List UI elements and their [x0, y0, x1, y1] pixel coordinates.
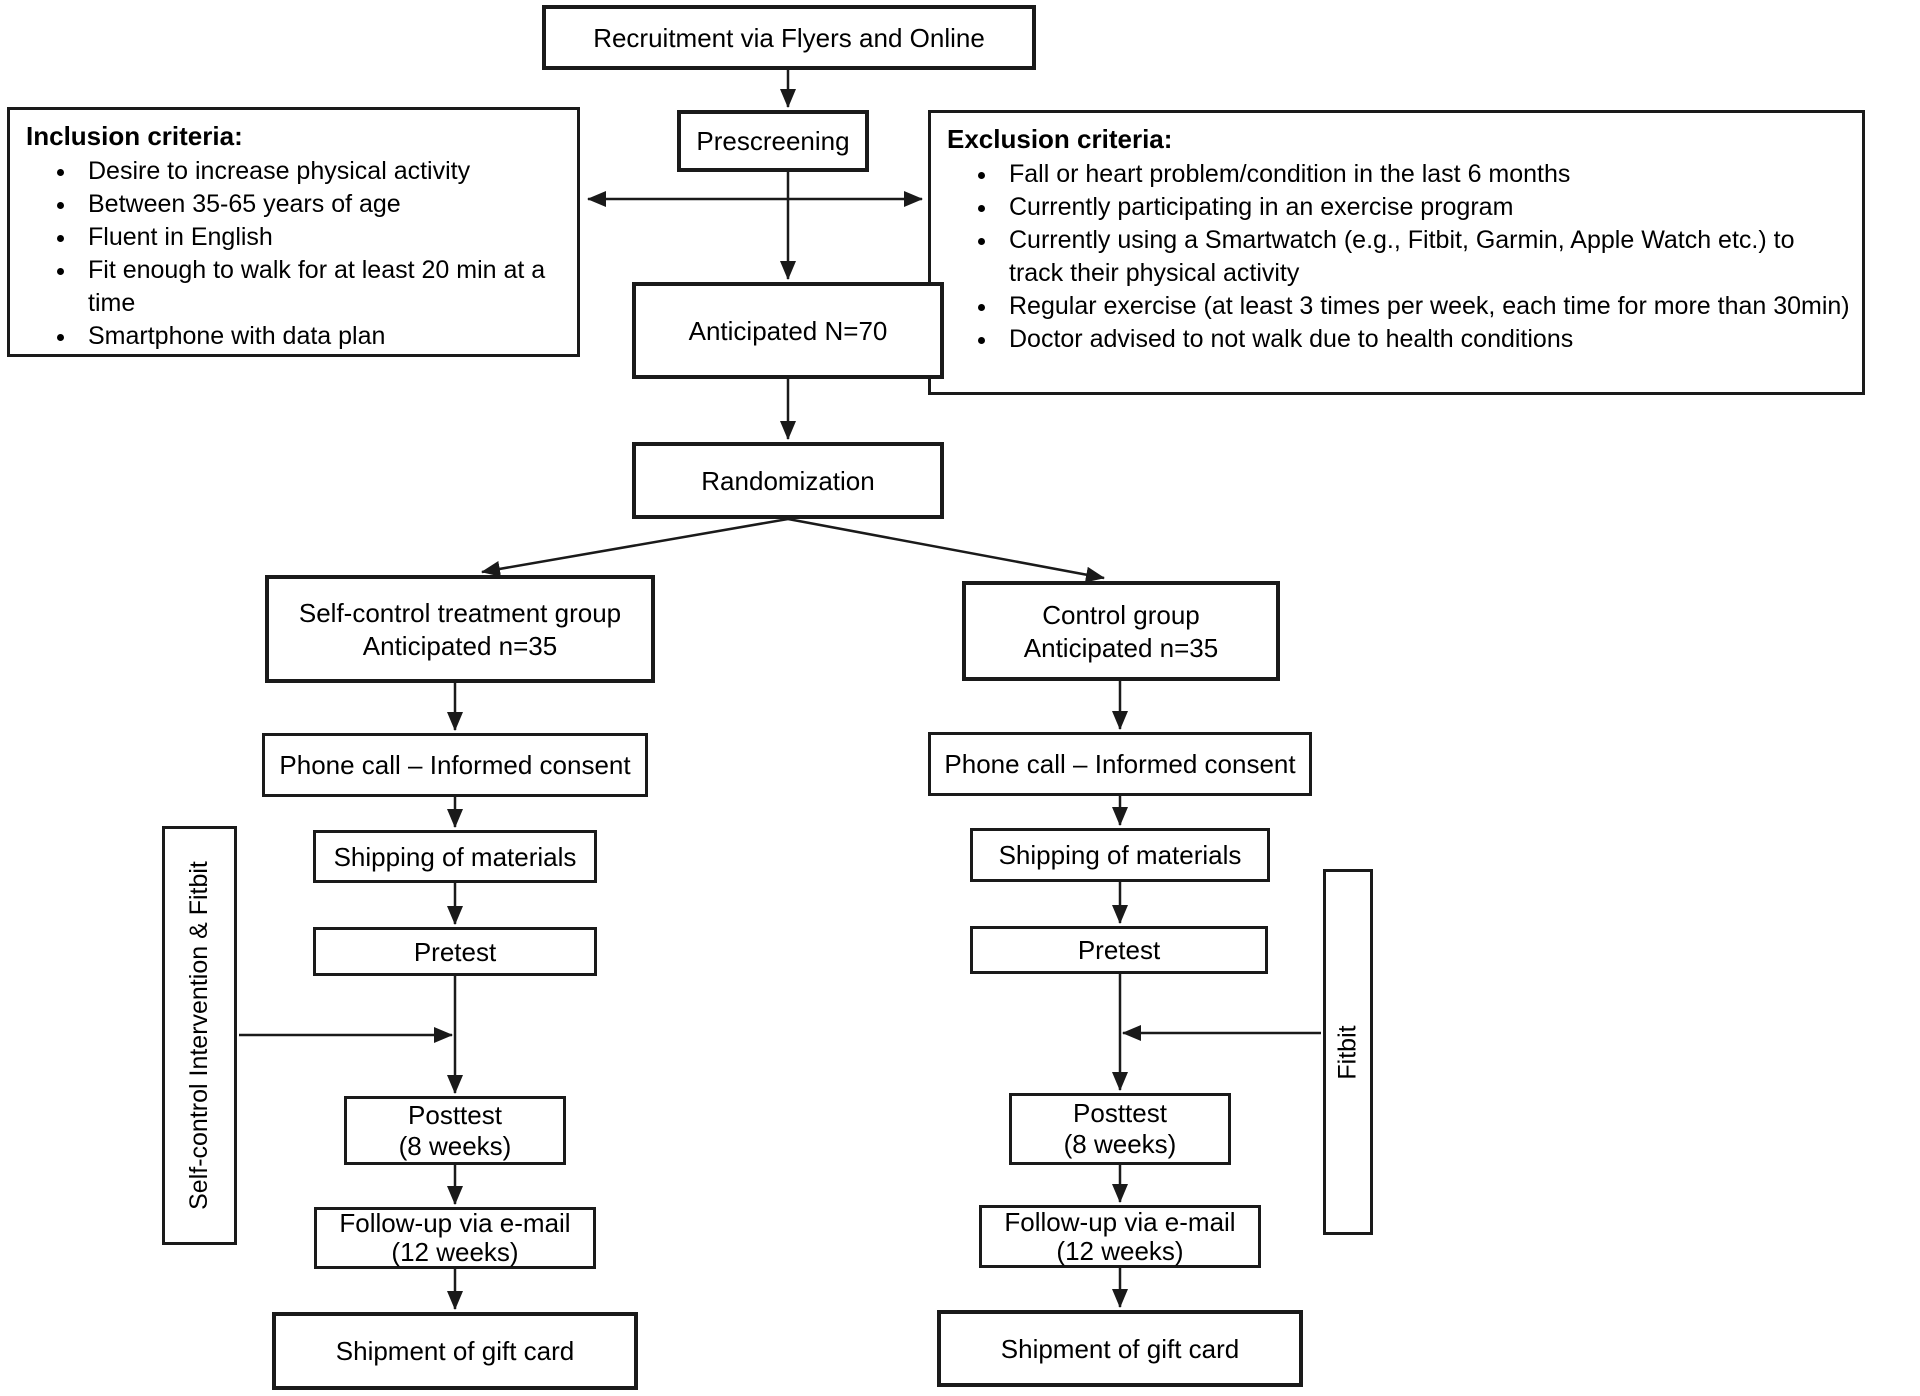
fitbit-sidebar-label: Fitbit [1333, 1024, 1362, 1080]
followup-line1: Follow-up via e-mail [1004, 1206, 1236, 1237]
posttest-line1: Posttest [408, 1099, 502, 1130]
pretest-label: Pretest [1077, 935, 1161, 965]
phone-call-label: Phone call – Informed consent [944, 749, 1296, 779]
intervention-sidebar-label: Self-control Intervention & Fitbit [185, 861, 213, 1210]
arrow-randomization-to-control-group [787, 517, 1105, 583]
intervention-sidebar-box: Self-control Intervention & Fitbit [162, 826, 237, 1245]
node-anticipated-n-label: Anticipated N=70 [688, 315, 888, 346]
shipping-label: Shipping of materials [998, 840, 1242, 870]
inclusion-item: Fluent in English [78, 221, 565, 254]
followup-line1: Follow-up via e-mail [339, 1208, 571, 1238]
node-prescreening-label: Prescreening [696, 126, 850, 156]
control-group-line2: Anticipated n=35 [1023, 632, 1219, 663]
inclusion-item: Desire to increase physical activity [78, 155, 565, 188]
node-treatment-group: Self-control treatment group Anticipated… [265, 575, 655, 683]
posttest-line2: (8 weeks) [398, 1130, 512, 1161]
exclusion-item: Fall or heart problem/condition in the l… [999, 158, 1850, 191]
posttest-line1: Posttest [1073, 1098, 1167, 1128]
exclusion-item: Regular exercise (at least 3 times per w… [999, 290, 1850, 323]
node-phone-call-control: Phone call – Informed consent [928, 732, 1312, 796]
node-randomization: Randomization [632, 442, 944, 519]
node-shipping-treatment: Shipping of materials [313, 830, 597, 883]
node-giftcard-control: Shipment of gift card [937, 1310, 1303, 1387]
node-randomization-label: Randomization [701, 465, 875, 496]
node-followup-treatment: Follow-up via e-mail (12 weeks) [314, 1207, 596, 1269]
posttest-line2: (8 weeks) [1063, 1129, 1177, 1159]
inclusion-criteria-list: Desire to increase physical activity Bet… [26, 155, 565, 353]
followup-line2: (12 weeks) [391, 1237, 519, 1267]
inclusion-criteria-box: Inclusion criteria: Desire to increase p… [7, 107, 580, 357]
exclusion-criteria-list: Fall or heart problem/condition in the l… [947, 158, 1850, 356]
node-anticipated-n: Anticipated N=70 [632, 282, 944, 379]
node-recruitment-label: Recruitment via Flyers and Online [593, 22, 985, 53]
node-shipping-control: Shipping of materials [970, 828, 1270, 882]
node-pretest-control: Pretest [970, 926, 1268, 974]
exclusion-criteria-title: Exclusion criteria: [947, 124, 1173, 154]
inclusion-item: Smartphone with data plan [78, 320, 565, 353]
shipping-label: Shipping of materials [333, 841, 577, 872]
node-pretest-treatment: Pretest [313, 927, 597, 976]
node-prescreening: Prescreening [677, 110, 869, 172]
arrow-randomization-to-treatment-group [481, 517, 789, 577]
followup-line2: (12 weeks) [1056, 1235, 1184, 1266]
inclusion-item: Between 35-65 years of age [78, 188, 565, 221]
exclusion-item: Currently using a Smartwatch (e.g., Fitb… [999, 224, 1850, 290]
phone-call-label: Phone call – Informed consent [279, 750, 631, 780]
giftcard-label: Shipment of gift card [335, 1336, 575, 1366]
control-group-line1: Control group [1042, 599, 1200, 630]
inclusion-criteria-title: Inclusion criteria: [26, 121, 243, 151]
exclusion-item: Doctor advised to not walk due to health… [999, 323, 1850, 356]
node-giftcard-treatment: Shipment of gift card [272, 1312, 638, 1390]
inclusion-item: Fit enough to walk for at least 20 min a… [78, 254, 565, 320]
fitbit-sidebar-box: Fitbit [1323, 869, 1373, 1235]
node-phone-call-treatment: Phone call – Informed consent [262, 733, 648, 797]
node-followup-control: Follow-up via e-mail (12 weeks) [979, 1205, 1261, 1268]
treatment-group-line2: Anticipated n=35 [362, 630, 558, 661]
node-posttest-control: Posttest (8 weeks) [1009, 1093, 1231, 1165]
pretest-label: Pretest [413, 936, 497, 967]
giftcard-label: Shipment of gift card [1000, 1333, 1240, 1364]
exclusion-item: Currently participating in an exercise p… [999, 191, 1850, 224]
node-control-group: Control group Anticipated n=35 [962, 581, 1280, 681]
node-recruitment: Recruitment via Flyers and Online [542, 5, 1036, 70]
node-posttest-treatment: Posttest (8 weeks) [344, 1096, 566, 1165]
treatment-group-line1: Self-control treatment group [298, 597, 622, 628]
exclusion-criteria-box: Exclusion criteria: Fall or heart proble… [928, 110, 1865, 395]
